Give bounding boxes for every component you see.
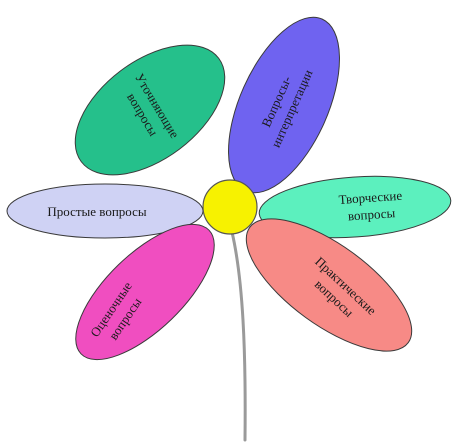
petal-creative: Творческие вопросы bbox=[258, 175, 452, 239]
petal-interpretation bbox=[228, 16, 340, 194]
flower-stem bbox=[230, 230, 247, 442]
petal-evaluative bbox=[75, 223, 215, 361]
flower-center bbox=[202, 179, 258, 235]
petal-interpretation-shape bbox=[228, 16, 340, 194]
petal-simple: Простые вопросы bbox=[6, 183, 204, 239]
petal-creative-shape bbox=[258, 175, 452, 239]
petal-clarifying bbox=[74, 44, 226, 176]
petal-simple-label: Простые вопросы bbox=[47, 204, 147, 219]
petal-creative-label-1: Творческие bbox=[338, 188, 403, 207]
petal-clarifying-shape bbox=[74, 44, 226, 176]
petal-practical bbox=[245, 218, 413, 352]
petal-practical-shape bbox=[245, 218, 413, 352]
petal-creative-label-2: вопросы bbox=[347, 205, 396, 223]
petal-evaluative-shape bbox=[75, 223, 215, 361]
